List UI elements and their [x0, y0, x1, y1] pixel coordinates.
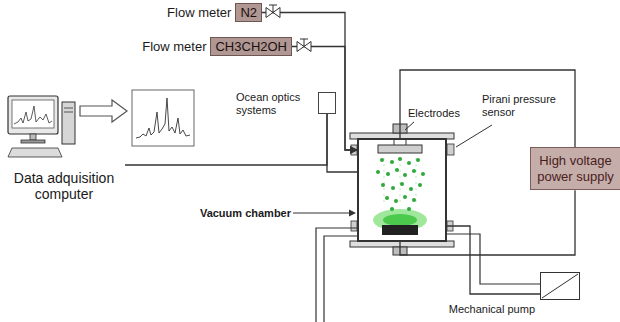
pump-lines [447, 234, 540, 284]
computer-icon [14, 106, 52, 124]
connector-line [125, 114, 327, 165]
valve-symbol [269, 5, 277, 6]
connector-line [447, 226, 540, 294]
valve-symbol [304, 42, 311, 52]
plasma-dots [390, 160, 394, 164]
plasma-dots [412, 169, 416, 173]
hollow-arrow [80, 100, 127, 122]
connector-line [400, 190, 575, 255]
chamber-parts [350, 124, 454, 255]
device-label: High voltage power supply [535, 153, 616, 184]
leader-line [349, 210, 356, 217]
plasma-dots [412, 198, 416, 202]
spectrometer-box: Ocean optics systems [318, 92, 336, 114]
plasma-dots [400, 182, 404, 186]
plasma-dots [416, 158, 420, 162]
plasma-dots [394, 199, 398, 203]
plasma-dots [381, 183, 385, 187]
leader-line [456, 125, 492, 147]
plasma-dots [407, 161, 411, 165]
connector-line [400, 70, 575, 147]
valve-symbol [266, 5, 280, 18]
plasma-dots [403, 173, 407, 177]
pump-lines [316, 228, 578, 322]
plasma-dots [421, 172, 425, 176]
plasma-dots [376, 170, 380, 174]
valve-symbol [300, 39, 308, 40]
spectrum-window [132, 90, 194, 146]
computer-icon [8, 96, 58, 134]
plasma-dots [384, 158, 385, 205]
computer-icon [12, 100, 54, 128]
plasma-dots [409, 187, 413, 191]
flow-meter: Flow meter CH3CH2OH [142, 37, 292, 56]
device-label: Vacuum chamber [200, 207, 291, 219]
computer-icon [30, 134, 36, 140]
plasma-dots [395, 168, 399, 172]
vacuum-chamber: Vacuum chamber [357, 138, 447, 242]
power-supply-box: High voltage power supply [530, 147, 620, 190]
leader-line [293, 213, 350, 214]
connectors [125, 13, 575, 295]
pump-lines [316, 228, 357, 322]
plasma-dots [400, 158, 401, 205]
plasma-glow [383, 214, 417, 226]
plasma-dots [376, 157, 425, 211]
gas-box: N2 [235, 3, 262, 22]
computer-icon [64, 112, 73, 113]
computer-icon [21, 140, 45, 143]
connector-line [292, 47, 357, 151]
device-label: Flow meter [167, 5, 231, 20]
plasma-dots [391, 186, 395, 190]
computer-icon [8, 96, 75, 157]
computer: Data adquisition computer [3, 92, 125, 202]
plasma-dots [390, 207, 394, 211]
part-label: Electrodes [408, 107, 460, 120]
spectrum-window [132, 90, 194, 146]
plasma-glow [382, 225, 418, 235]
device-label: Data adquisition computer [3, 170, 125, 202]
connector-line [327, 114, 357, 172]
flow-meter: Flow meter N2 [167, 3, 262, 22]
plasma-dots [380, 158, 384, 162]
plasma-dots [418, 183, 422, 187]
connector-line [262, 13, 357, 151]
valve-symbol [273, 8, 280, 18]
plasma-dots [403, 195, 407, 199]
leader-line [293, 122, 492, 217]
pump-box: Mechanical pump [540, 272, 580, 300]
valve-symbol [297, 42, 304, 52]
device-label: Mechanical pump [449, 303, 535, 315]
plasma-dots [407, 207, 411, 211]
plasma-dots [398, 157, 402, 161]
plasma-dots [416, 158, 417, 205]
computer-icon [8, 148, 62, 157]
spectrum-window [136, 98, 190, 138]
hollow-arrow [80, 100, 127, 122]
pump-lines [542, 274, 578, 298]
part-label: Pirani pressure sensor [482, 93, 568, 118]
gas-box: CH3CH2OH [210, 37, 292, 56]
computer-icon [62, 102, 75, 144]
chamber-parts [447, 144, 454, 155]
valve-symbol [304, 39, 305, 47]
computer-icon [64, 108, 73, 109]
leader-line [405, 122, 414, 130]
plasma-dots [386, 172, 390, 176]
device-label: Ocean optics systems [236, 91, 314, 116]
chamber-parts [378, 145, 422, 153]
valve-symbol [297, 39, 311, 52]
pump-lines [324, 236, 357, 322]
plasma-dots [385, 196, 389, 200]
valve-symbol [273, 5, 274, 13]
valve-symbol [266, 8, 273, 18]
plasma-glow [373, 209, 427, 235]
device-label: Flow meter [142, 39, 206, 54]
